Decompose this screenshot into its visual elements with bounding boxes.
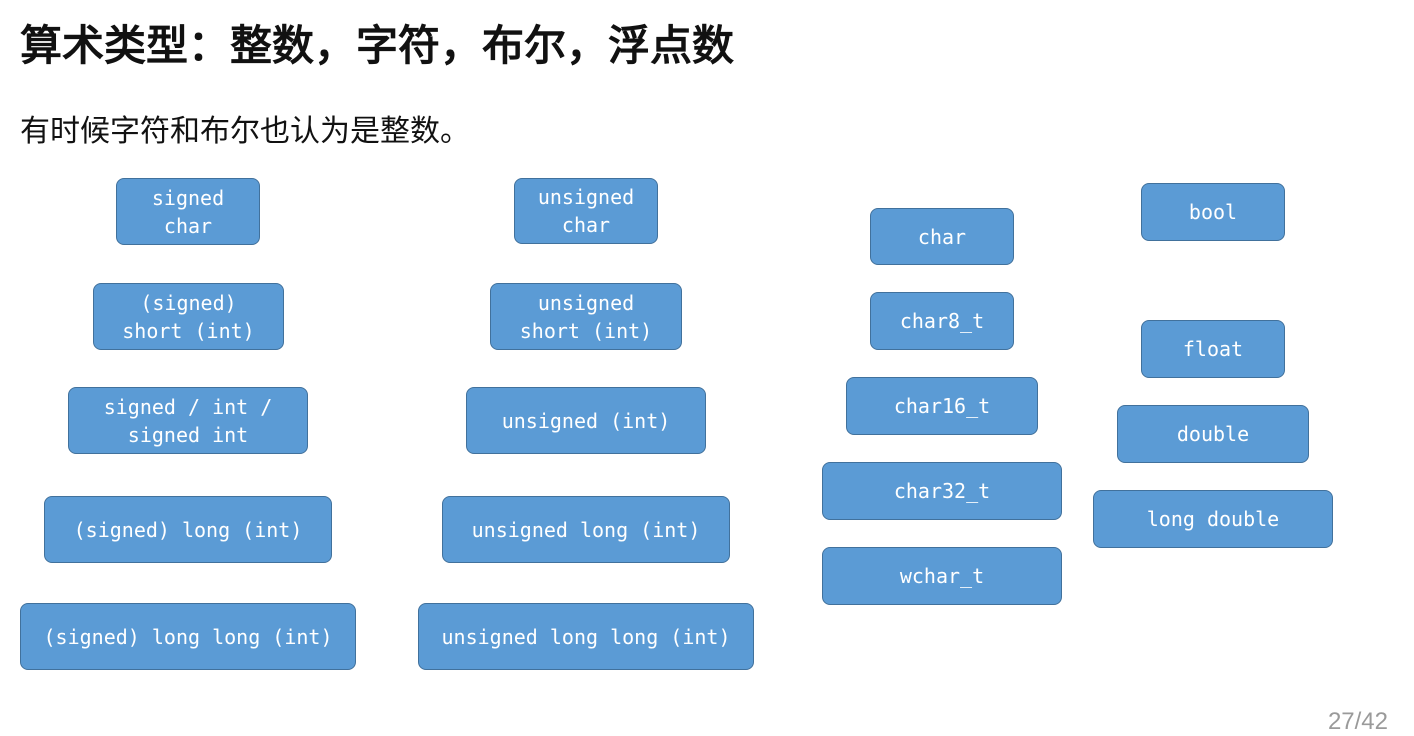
type-box-unsigned-short: unsigned short (int): [490, 283, 682, 350]
page-number: 27/42: [1327, 708, 1388, 735]
type-box-unsigned-char: unsigned char: [514, 178, 658, 244]
type-box-signed-long-long: (signed) long long (int): [20, 603, 356, 670]
slide-title: 算术类型：整数，字符，布尔，浮点数: [20, 21, 735, 70]
type-box-bool: bool: [1141, 183, 1285, 241]
type-box-float: float: [1141, 320, 1285, 378]
type-box-wchar-t: wchar_t: [822, 547, 1062, 605]
type-box-char: char: [870, 208, 1014, 265]
type-box-char32-t: char32_t: [822, 462, 1062, 520]
type-box-unsigned-long-long: unsigned long long (int): [418, 603, 754, 670]
slide-subtitle: 有时候字符和布尔也认为是整数。: [20, 114, 470, 149]
type-box-long-double: long double: [1093, 490, 1333, 548]
type-box-unsigned-long: unsigned long (int): [442, 496, 730, 563]
type-box-char8-t: char8_t: [870, 292, 1014, 350]
type-box-signed-long: (signed) long (int): [44, 496, 332, 563]
type-box-signed-int: signed / int / signed int: [68, 387, 308, 454]
type-box-char16-t: char16_t: [846, 377, 1038, 435]
type-box-signed-short: (signed) short (int): [93, 283, 284, 350]
type-box-signed-char: signed char: [116, 178, 260, 245]
type-box-unsigned-int: unsigned (int): [466, 387, 706, 454]
type-box-double: double: [1117, 405, 1309, 463]
